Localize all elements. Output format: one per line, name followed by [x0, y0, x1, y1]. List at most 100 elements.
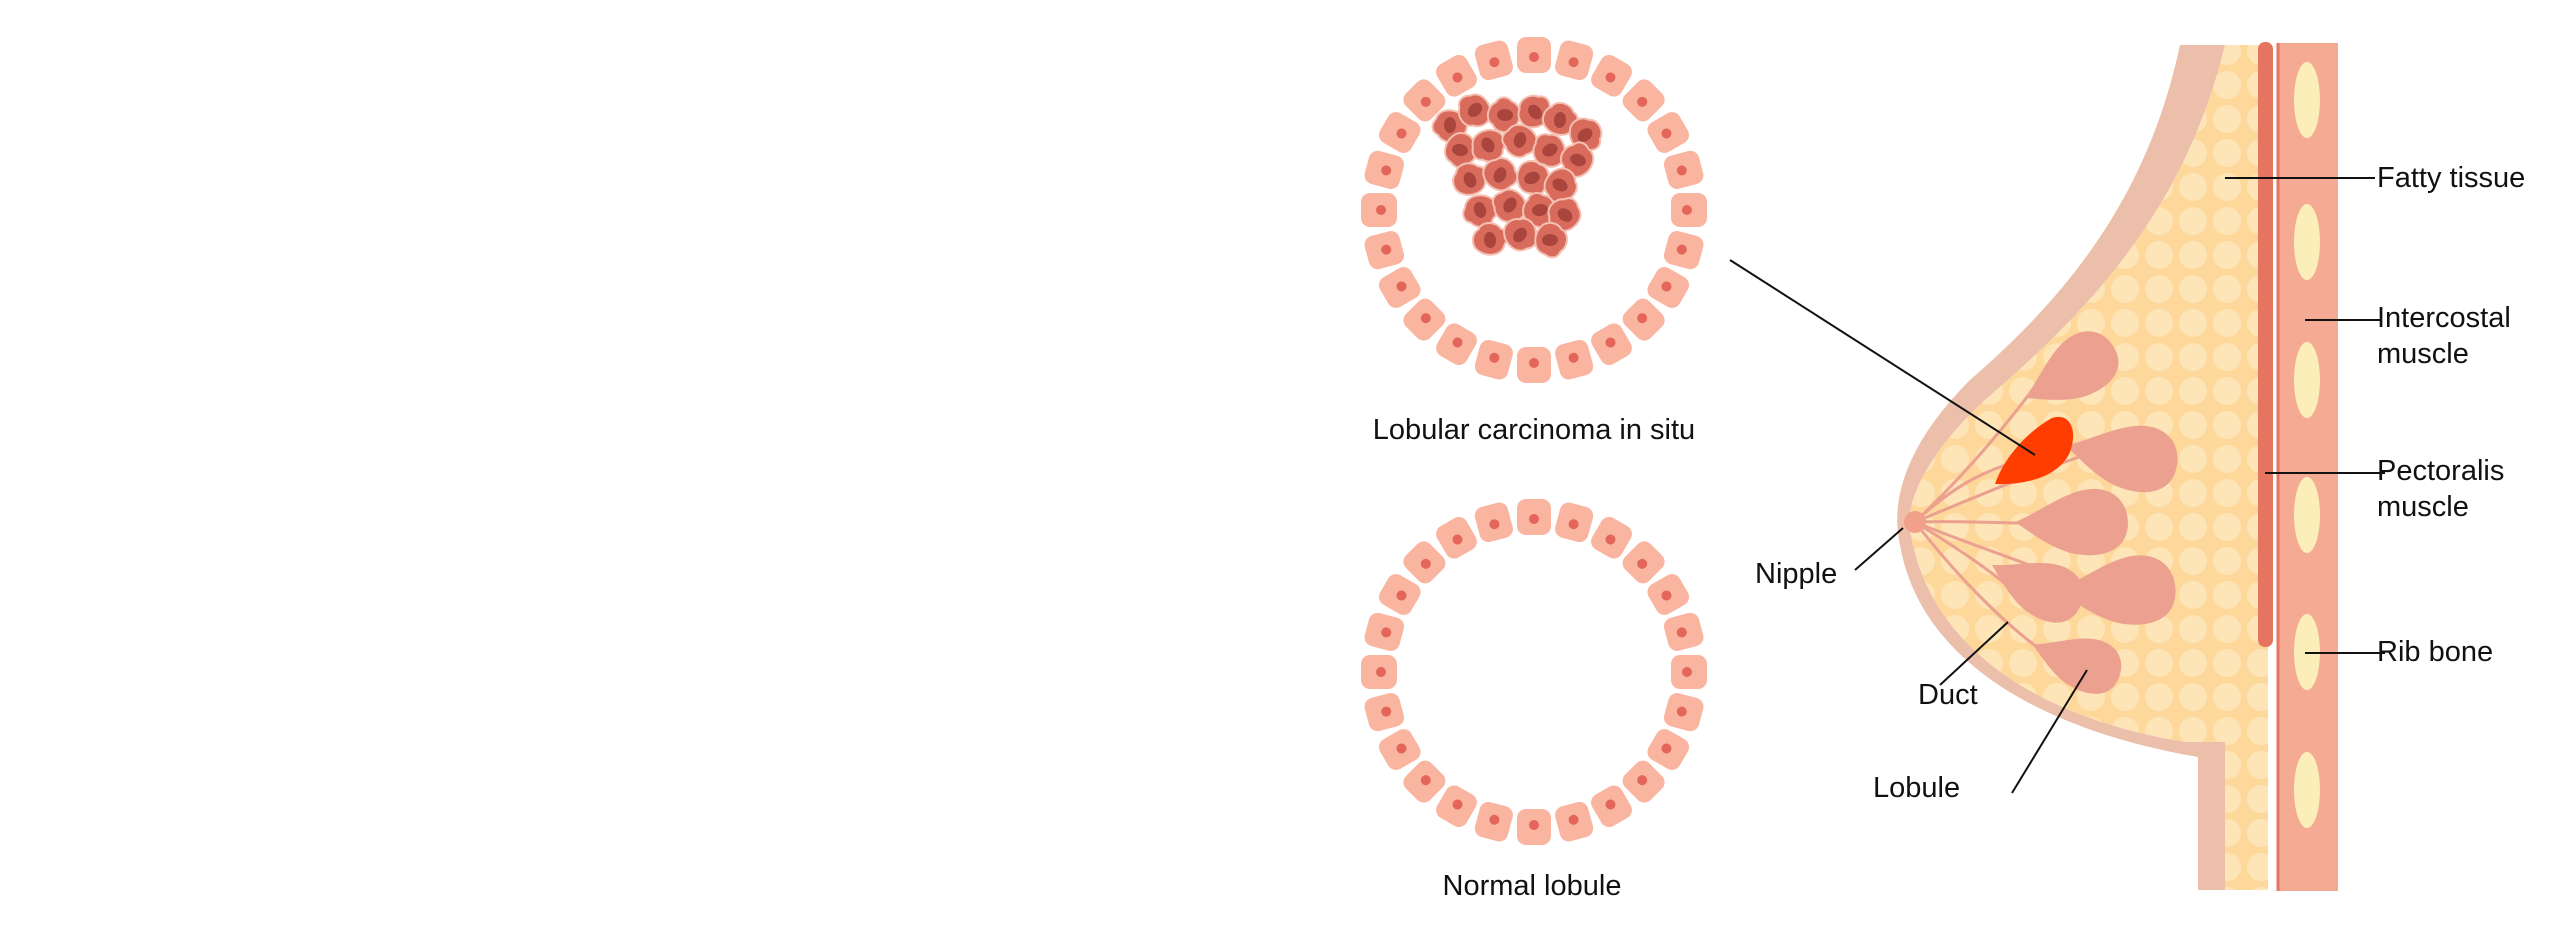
epithelial-cell — [1663, 150, 1704, 189]
label-duct: Duct — [1918, 679, 1978, 711]
label-intercostal-muscle: Intercostal muscle — [2377, 302, 2511, 370]
intercostal-muscle — [2278, 43, 2338, 891]
epithelial-cell — [1474, 339, 1513, 380]
epithelial-cell — [1663, 231, 1704, 270]
epithelial-cell — [1517, 499, 1551, 535]
label-pectoralis-muscle: Pectoralis muscle — [2377, 455, 2505, 523]
epithelial-cell — [1555, 801, 1594, 842]
skin-layer — [1897, 45, 2225, 890]
lobules — [1991, 331, 2178, 694]
lobule — [2015, 488, 2128, 556]
epithelial-cell — [1517, 347, 1551, 383]
cancer-cell — [1457, 93, 1492, 128]
epithelial-cell — [1361, 193, 1397, 227]
cancer-cell — [1501, 123, 1538, 159]
leader-line-lcis — [1729, 259, 2036, 456]
epithelial-cell — [1403, 760, 1446, 803]
epithelial-cell — [1591, 516, 1632, 559]
label-lobular-carcinoma: Lobular carcinoma in situ — [1372, 414, 1696, 446]
epithelial-cell — [1622, 760, 1665, 803]
nipple — [1904, 511, 1926, 533]
lobule — [2065, 425, 2178, 492]
epithelial-cell — [1647, 574, 1690, 615]
epithelial-cell — [1591, 323, 1632, 366]
cancer-cell — [1547, 197, 1582, 233]
epithelial-cell — [1364, 231, 1405, 270]
tumor — [1995, 416, 2074, 485]
epithelial-cell — [1364, 693, 1405, 732]
cancer-cell — [1452, 162, 1488, 196]
epithelial-cell — [1622, 298, 1665, 341]
epithelial-cell — [1555, 40, 1594, 81]
cancer-cell — [1471, 222, 1509, 256]
epithelial-cell — [1378, 574, 1421, 615]
rib — [2294, 752, 2320, 828]
lobule — [2057, 555, 2176, 625]
epithelial-cell — [1591, 54, 1632, 97]
cancer-cell — [1516, 160, 1550, 196]
epithelial-cell — [1555, 502, 1594, 543]
lcis-lobule-ring — [1361, 37, 1707, 383]
epithelial-cell — [1378, 112, 1421, 153]
leader-line-lobule — [2011, 669, 2088, 794]
leader-lines — [1729, 177, 2385, 794]
rib-bones — [2294, 62, 2320, 828]
epithelial-cell — [1474, 40, 1513, 81]
cancer-cell — [1462, 194, 1498, 228]
fatty-tissue — [1909, 45, 2268, 890]
epithelial-cell — [1403, 298, 1446, 341]
cancer-cell — [1541, 101, 1579, 136]
cancer-cell — [1532, 133, 1566, 168]
cancer-cell — [1486, 96, 1521, 134]
label-rib-bone: Rib bone — [2377, 636, 2494, 668]
label-lobule: Lobule — [1873, 772, 1961, 804]
rib — [2294, 62, 2320, 138]
epithelial-cell — [1622, 541, 1665, 584]
epithelial-cell — [1436, 54, 1477, 97]
epithelial-cell — [1436, 323, 1477, 366]
epithelial-cell — [1591, 785, 1632, 828]
epithelial-cell — [1663, 693, 1704, 732]
epithelial-cell — [1555, 339, 1594, 380]
epithelial-cell — [1474, 801, 1513, 842]
epithelial-cell — [1647, 112, 1690, 153]
label-nipple: Nipple — [1755, 558, 1838, 590]
epithelial-cell — [1403, 79, 1446, 122]
lobule — [1991, 563, 2084, 623]
epithelial-cell — [1647, 267, 1690, 308]
epithelial-cell — [1436, 785, 1477, 828]
epithelial-cell — [1436, 516, 1477, 559]
epithelial-cell — [1663, 612, 1704, 651]
epithelial-cell — [1403, 541, 1446, 584]
epithelial-cell — [1474, 502, 1513, 543]
rib — [2294, 342, 2320, 418]
epithelial-cell — [1378, 729, 1421, 770]
label-fatty-tissue: Fatty tissue — [2377, 162, 2526, 194]
cancer-cell-cluster — [1431, 93, 1603, 259]
leader-line-duct — [1939, 621, 2009, 686]
epithelial-cell — [1622, 79, 1665, 122]
epithelial-cell — [1517, 809, 1551, 845]
epithelial-cell — [1671, 655, 1707, 689]
rib — [2294, 477, 2320, 553]
epithelial-cell — [1517, 37, 1551, 73]
cancer-cell — [1534, 221, 1569, 259]
label-normal-lobule: Normal lobule — [1442, 870, 1622, 902]
lobule — [2024, 331, 2119, 400]
leader-line-nipple — [1854, 527, 1904, 571]
epithelial-cell — [1364, 612, 1405, 651]
epithelial-cell — [1671, 193, 1707, 227]
cancer-cell — [1559, 141, 1595, 178]
pectoralis-muscle — [2258, 42, 2273, 647]
normal-lobule-ring — [1361, 499, 1707, 845]
lobule — [2032, 638, 2122, 694]
epithelial-cell — [1364, 150, 1405, 189]
epithelial-cell — [1647, 729, 1690, 770]
rib — [2294, 204, 2320, 280]
breast-cross-section — [1897, 42, 2338, 891]
epithelial-cell — [1378, 267, 1421, 308]
cancer-cell — [1471, 128, 1506, 163]
epithelial-cell — [1361, 655, 1397, 689]
